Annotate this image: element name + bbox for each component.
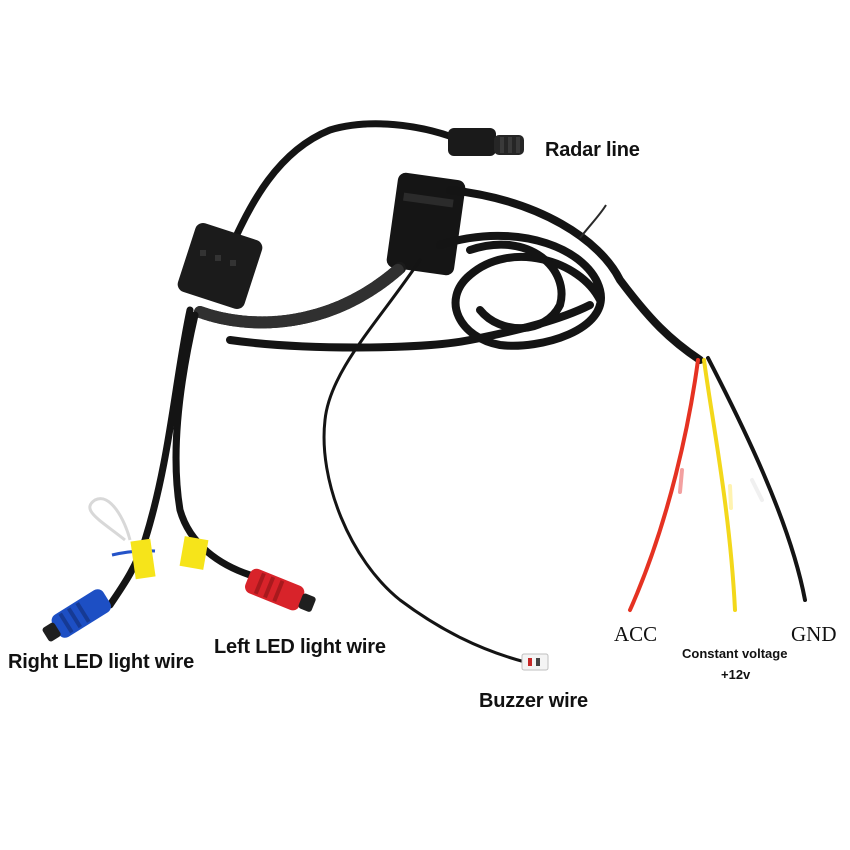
power-cable-loop: [226, 186, 704, 364]
splitter-block: [177, 223, 263, 309]
left-led-wire-label: Left LED light wire: [214, 636, 386, 658]
buzzer-connector: [521, 653, 549, 671]
constant-voltage-label: Constant voltage: [682, 646, 788, 661]
gnd-label: GND: [791, 622, 837, 646]
white-wire-loop: [88, 497, 132, 542]
red-connector: [245, 568, 316, 612]
yellow-tape: [130, 536, 209, 580]
control-box: [386, 172, 466, 276]
blue-connector: [42, 589, 111, 642]
power-wires: [628, 356, 807, 612]
braided-cable: [194, 262, 406, 329]
acc-label: ACC: [614, 622, 658, 646]
radar-connector: [448, 128, 524, 156]
constant-voltage-value: +12v: [721, 667, 751, 682]
radar-cable: [221, 120, 459, 266]
radar-line-label: Radar line: [545, 139, 640, 161]
buzzer-wire-label: Buzzer wire: [479, 690, 588, 712]
right-led-wire-label: Right LED light wire: [8, 651, 194, 673]
stub-wire: [579, 204, 607, 239]
buzzer-cable: [322, 258, 527, 664]
led-cables: [106, 306, 254, 609]
